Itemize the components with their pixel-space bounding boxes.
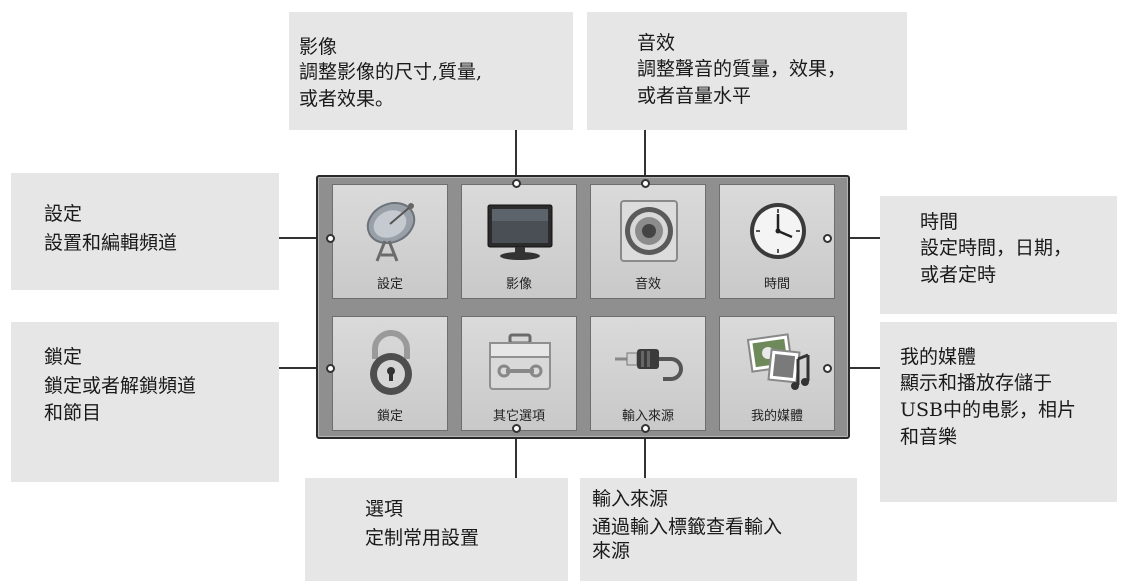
- connector-lock: [279, 367, 330, 369]
- toolbox-icon: [489, 333, 551, 390]
- callout-lock: 鎖定 鎖定或者解鎖頻道 和節目: [11, 322, 279, 482]
- connector-dot-mymedia: [823, 364, 832, 373]
- cable-plug-icon: [615, 349, 683, 381]
- tile-input-label: 輸入來源: [621, 409, 674, 424]
- connector-dot-option: [512, 424, 521, 433]
- connector-dot-picture: [512, 179, 521, 188]
- tile-time[interactable]: 時間: [719, 184, 835, 299]
- tile-lock-label: 鎖定: [376, 409, 403, 424]
- callout-audio: 音效 調整聲音的質量，效果， 或者音量水平: [587, 12, 907, 130]
- callout-input: 輸入來源 通過輸入標籤查看輸入 來源: [580, 478, 857, 581]
- tile-setup-label: 設定: [376, 277, 403, 292]
- callout-mymedia-desc: 顯示和播放存儲于 USB中的电影，相片 和音樂: [900, 372, 1076, 448]
- satellite-dish-icon: [366, 202, 416, 262]
- connector-option: [515, 428, 517, 478]
- callout-time: 時間 設定時間，日期， 或者定時: [880, 196, 1117, 314]
- tile-input[interactable]: 輸入來源: [590, 316, 706, 431]
- connector-picture: [515, 130, 517, 184]
- callout-option-title: 選項: [365, 498, 404, 520]
- callout-time-desc: 設定時間，日期， 或者定時: [920, 237, 1073, 286]
- callout-input-desc: 通過輸入標籤查看輸入 來源: [592, 516, 783, 562]
- callout-lock-desc: 鎖定或者解鎖頻道 和節目: [44, 375, 197, 424]
- tile-setup[interactable]: 設定: [332, 184, 448, 299]
- connector-dot-setup: [326, 234, 335, 243]
- callout-mymedia-title: 我的媒體: [900, 346, 977, 368]
- tile-option[interactable]: 其它選項: [461, 316, 577, 431]
- callout-input-title: 輸入來源: [592, 488, 669, 510]
- clock-icon: [750, 203, 806, 259]
- callout-audio-title: 音效: [637, 32, 676, 54]
- connector-audio: [644, 130, 646, 184]
- callout-option-desc: 定制常用設置: [365, 527, 480, 549]
- connector-dot-time: [823, 234, 832, 243]
- connector-mymedia: [827, 367, 880, 369]
- callout-lock-title: 鎖定: [44, 346, 83, 368]
- speaker-icon: [620, 200, 678, 262]
- tile-mymedia[interactable]: 我的媒體: [719, 316, 835, 431]
- callout-picture-title: 影像: [299, 36, 338, 58]
- tile-audio-label: 音效: [634, 277, 661, 292]
- callout-setup-desc: 設置和編輯頻道: [44, 232, 178, 254]
- callout-audio-desc: 調整聲音的質量，效果， 或者音量水平: [637, 58, 847, 107]
- tv-monitor-icon: [487, 204, 553, 260]
- connector-time: [827, 237, 880, 239]
- connector-input: [644, 428, 646, 478]
- tile-option-label: 其它選項: [492, 409, 545, 424]
- padlock-icon: [370, 330, 412, 395]
- callout-option: 選項 定制常用設置: [305, 478, 568, 581]
- callout-setup-title: 設定: [44, 203, 83, 225]
- connector-setup: [279, 237, 330, 239]
- home-menu-panel: 設定 影像 音效: [316, 175, 850, 439]
- tile-picture[interactable]: 影像: [461, 184, 577, 299]
- tile-lock[interactable]: 鎖定: [332, 316, 448, 431]
- tile-audio[interactable]: 音效: [590, 184, 706, 299]
- media-photo-music-icon: [746, 333, 810, 390]
- callout-mymedia: 我的媒體 顯示和播放存儲于 USB中的电影，相片 和音樂: [880, 322, 1117, 502]
- tile-picture-label: 影像: [505, 277, 532, 292]
- callout-picture-desc: 調整影像的尺寸,質量, 或者效果。: [299, 61, 483, 110]
- connector-dot-input: [641, 424, 650, 433]
- callout-setup: 設定 設置和編輯頻道: [11, 173, 279, 290]
- tile-time-label: 時間: [763, 277, 790, 292]
- callout-time-title: 時間: [920, 211, 959, 233]
- connector-dot-lock: [326, 364, 335, 373]
- tile-mymedia-label: 我的媒體: [750, 409, 803, 424]
- callout-picture: 影像 調整影像的尺寸,質量, 或者效果。: [289, 12, 573, 130]
- connector-dot-audio: [641, 179, 650, 188]
